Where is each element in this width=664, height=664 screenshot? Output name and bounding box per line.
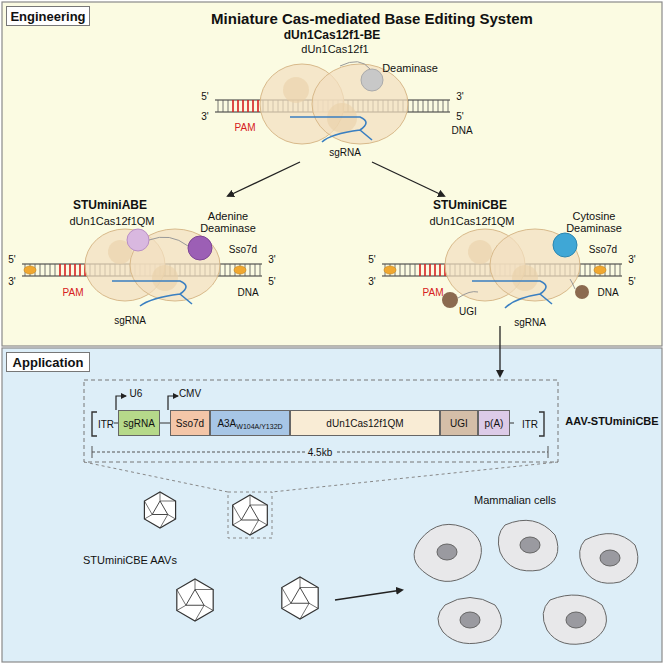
label: sgRNA — [329, 147, 361, 158]
construct-element: dUn1Cas12f1QM — [290, 410, 440, 436]
label: dUn1Cas12f1QM — [70, 215, 155, 227]
label: 5' — [8, 254, 15, 265]
label: sgRNA — [514, 317, 546, 328]
label: ITR — [98, 419, 114, 430]
element-name: Application — [13, 355, 84, 370]
label: Deaminase — [382, 62, 438, 74]
label: 3' — [201, 111, 208, 122]
element-name: A3A — [217, 418, 236, 429]
label: AAV-STUminiCBE — [565, 415, 658, 427]
label: 3' — [456, 91, 463, 102]
panel-tag: Engineering — [6, 6, 90, 26]
label: U6 — [130, 388, 143, 399]
label: 5' — [628, 276, 635, 287]
construct-element: Sso7d — [170, 410, 210, 436]
element-name: Sso7d — [176, 418, 204, 429]
label: CMV — [179, 388, 201, 399]
label: dUn1Cas12f1-BE — [284, 29, 381, 42]
element-name: dUn1Cas12f1QM — [326, 418, 403, 429]
label: 5' — [368, 254, 375, 265]
construct-element: A3AW104A/Y132D — [210, 410, 290, 436]
title: Miniature Cas-mediated Base Editing Syst… — [211, 11, 533, 28]
label: STUminiCBE AAVs — [83, 554, 177, 566]
element-name: Engineering — [10, 9, 85, 24]
label: Cytosine Deaminase — [563, 210, 625, 234]
label: 3' — [268, 254, 275, 265]
label: 5' — [201, 91, 208, 102]
label: Sso7d — [229, 244, 257, 255]
label: STUminiCBE — [433, 199, 507, 212]
label: PAM — [235, 122, 256, 133]
construct-element: sgRNA — [118, 410, 160, 436]
element-name: p(A) — [485, 418, 504, 429]
element-name: sgRNA — [123, 418, 155, 429]
label: 3' — [8, 276, 15, 287]
label: Adenine Deaminase — [197, 210, 259, 234]
label: Mammalian cells — [474, 494, 556, 506]
label: dUn1Cas12f1 — [301, 43, 368, 55]
label: DNA — [451, 125, 472, 136]
label: 5' — [268, 276, 275, 287]
label: dUn1Cas12f1QM — [430, 215, 515, 227]
label: DNA — [597, 287, 618, 298]
label: 4.5kb — [305, 447, 335, 458]
label: DNA — [237, 287, 258, 298]
label: sgRNA — [114, 315, 146, 326]
subscript: W104A/Y132D — [236, 423, 282, 430]
label: 3' — [368, 276, 375, 287]
construct-element: p(A) — [478, 410, 510, 436]
label: PAM — [423, 287, 444, 298]
panel-tag: Application — [6, 352, 90, 372]
construct-element: UGI — [440, 410, 478, 436]
label: 5' — [456, 111, 463, 122]
element-name: UGI — [450, 418, 468, 429]
label: ITR — [522, 419, 538, 430]
label: STUminiABE — [73, 199, 147, 212]
label: Sso7d — [589, 244, 617, 255]
label: 3' — [628, 254, 635, 265]
label: PAM — [63, 287, 84, 298]
label: UGI — [459, 306, 477, 317]
